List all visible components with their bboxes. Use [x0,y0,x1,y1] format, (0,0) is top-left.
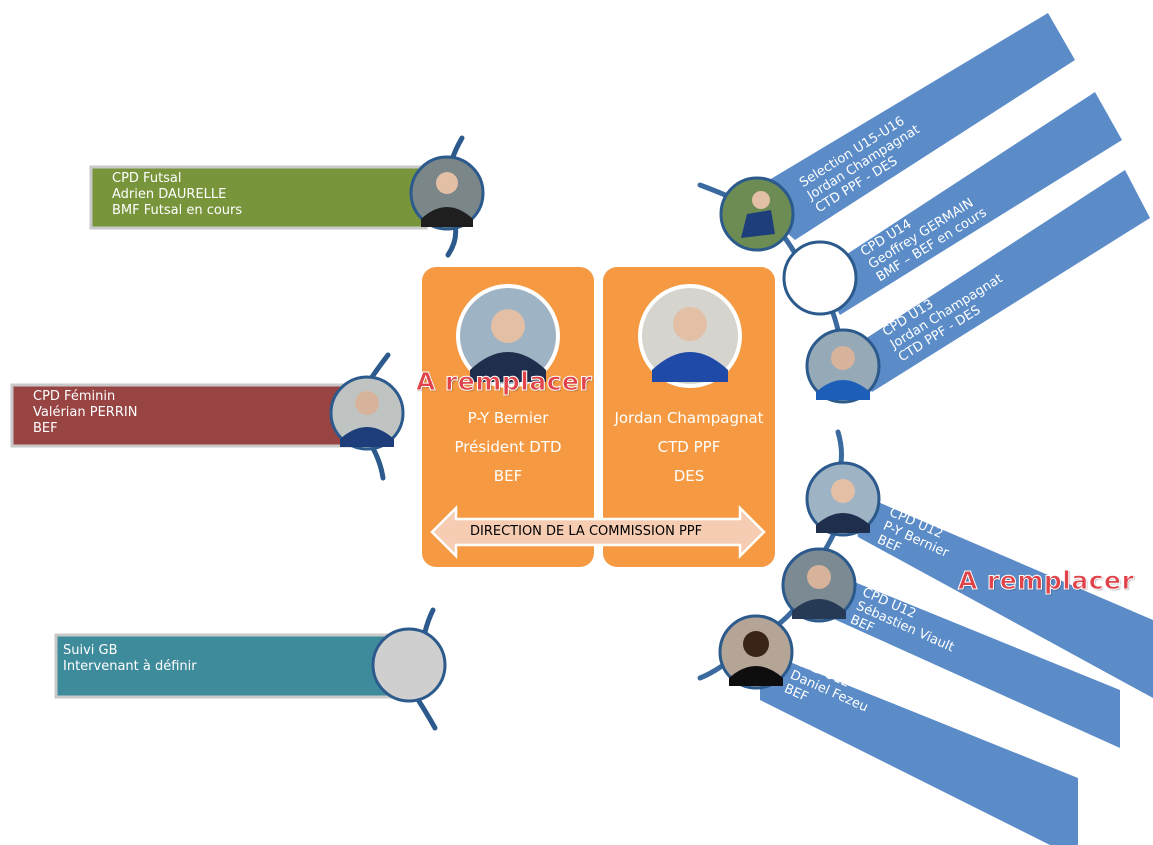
futsal-name: Adrien DAURELLE [112,187,227,202]
person-photo-icon [781,547,857,623]
band-u13 [845,170,1150,392]
president-role: Président DTD [454,438,562,456]
person-photo-icon [718,614,794,690]
ctd-diploma: DES [673,467,705,485]
band-u12-remplacer-label: A remplacer [957,566,1135,596]
person-photo-icon [409,155,485,231]
band-selection-u15 [744,13,1075,240]
band-u12-bernier [850,490,1153,698]
feminin-text: CPD Féminin Valérian PERRIN BEF [33,389,137,437]
feminin-diploma: BEF [33,421,58,436]
empty-photo-icon [371,627,447,703]
gb-title: Suivi GB [63,643,118,658]
futsal-diploma: BMF Futsal en cours [112,203,243,218]
person-photo-icon [805,328,881,404]
person-photo-icon [329,375,405,451]
feminin-name: Valérian PERRIN [33,405,138,420]
band-u14 [815,92,1122,315]
ctd-name: Jordan Champagnat [614,409,764,427]
direction-arrow-label: DIRECTION DE LA COMMISSION PPF [470,524,703,539]
direction-arrow [430,504,766,560]
person-photo-icon [719,176,795,252]
person-photo-icon [456,284,560,388]
right-bands [744,13,1153,845]
band-u12-fezeu [760,650,1078,845]
box-gb [54,633,408,699]
futsal-text: CPD Futsal Adrien DAURELLE BMF Futsal en… [112,171,242,219]
ctd-role: CTD PPF [657,438,721,456]
ctd-text: Jordan Champagnat CTD PPF DES [603,404,775,491]
gb-text: Suivi GB Intervenant à définir [63,643,197,675]
president-name: P-Y Bernier [467,409,549,427]
band-u12-viault [825,570,1120,748]
gb-name: Intervenant à définir [63,659,197,674]
person-photo-icon [805,461,881,537]
president-diploma: BEF [493,467,523,485]
box-feminin [10,383,374,448]
person-photo-icon [638,284,742,388]
futsal-title: CPD Futsal [112,171,182,186]
president-text: P-Y Bernier Président DTD BEF [422,404,594,491]
feminin-title: CPD Féminin [33,389,116,404]
president-remplacer-label: A remplacer [415,367,593,397]
box-futsal [89,165,428,230]
empty-photo-icon [782,240,858,316]
